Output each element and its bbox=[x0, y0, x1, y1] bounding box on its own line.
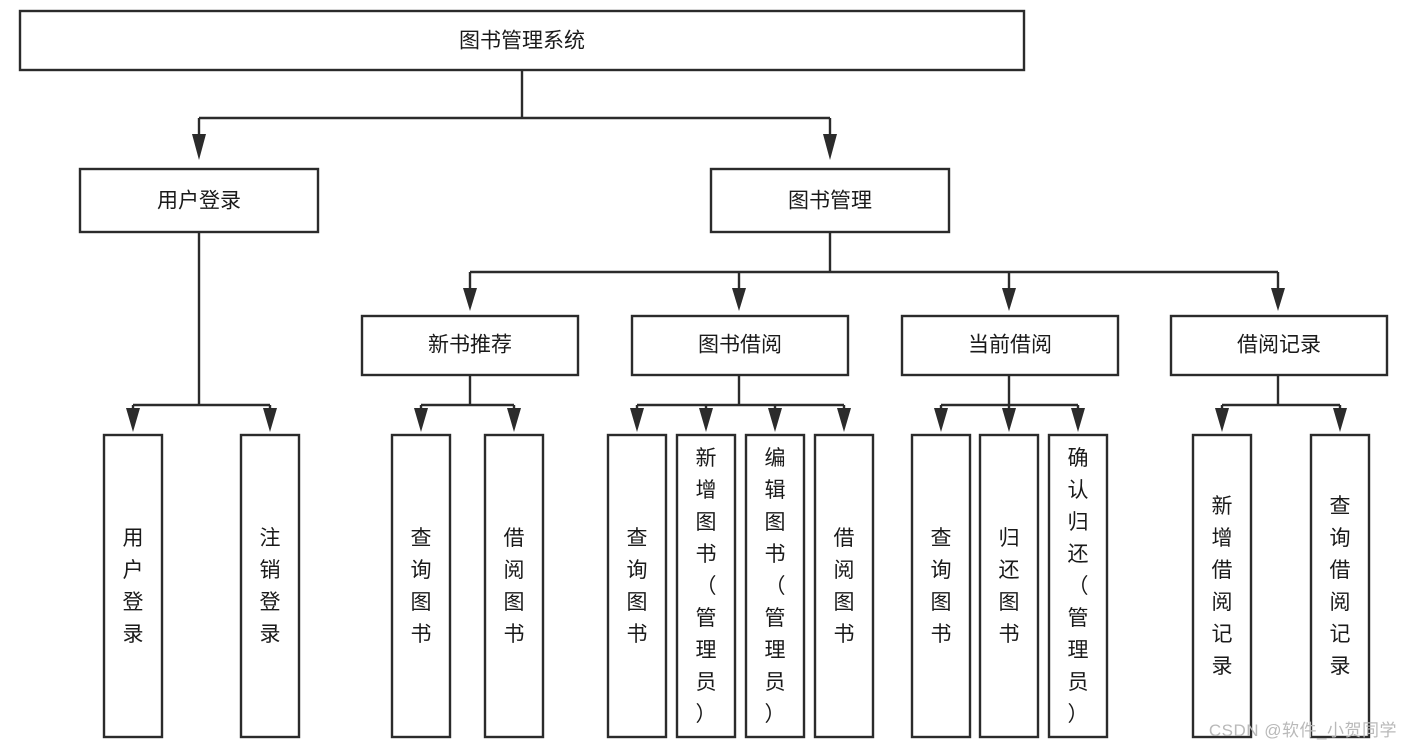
connector-group-book-borrow bbox=[630, 375, 851, 432]
node-leaf-query-book-1-box[interactable] bbox=[390, 433, 452, 739]
node-leaf-return-book-label: 归还图书 bbox=[999, 527, 1020, 646]
node-leaf-add-record-label: 新增借阅记录 bbox=[1212, 495, 1233, 678]
node-leaf-edit-book-label: 编辑图书（管理员） bbox=[765, 447, 786, 726]
node-leaf-query-record[interactable]: 查询借阅记录 bbox=[1309, 433, 1371, 739]
node-leaf-logout-box[interactable] bbox=[239, 433, 301, 739]
node-leaf-add-book-box[interactable] bbox=[675, 433, 737, 739]
node-new-book-rec-box[interactable] bbox=[360, 314, 580, 377]
node-leaf-query-book-1-label: 查询图书 bbox=[411, 527, 432, 646]
node-leaf-query-book-3[interactable]: 查询图书 bbox=[910, 433, 972, 739]
node-leaf-add-record[interactable]: 新增借阅记录 bbox=[1191, 433, 1253, 739]
node-leaf-user-login-label: 用户登录 bbox=[123, 527, 144, 646]
node-book-borrow-box[interactable] bbox=[630, 314, 850, 377]
connector-group-new-book-rec bbox=[414, 375, 521, 432]
node-leaf-query-book-3-box[interactable] bbox=[910, 433, 972, 739]
arrow-head-leaf-query-book-2 bbox=[630, 408, 644, 432]
node-user-login-box[interactable] bbox=[78, 167, 320, 234]
node-new-book-rec[interactable]: 新书推荐 bbox=[360, 314, 580, 377]
arrow-head-leaf-user-login bbox=[126, 408, 140, 432]
node-leaf-edit-book-box[interactable] bbox=[744, 433, 806, 739]
connector-group-book-manage bbox=[463, 232, 1285, 311]
node-root[interactable]: 图书管理系统 bbox=[18, 9, 1026, 72]
node-leaf-add-record-box[interactable] bbox=[1191, 433, 1253, 739]
node-borrow-record-label: 借阅记录 bbox=[1237, 334, 1321, 357]
node-leaf-add-book-label: 新增图书（管理员） bbox=[696, 447, 717, 726]
node-user-login[interactable]: 用户登录 bbox=[78, 167, 320, 234]
node-leaf-return-book-box[interactable] bbox=[978, 433, 1040, 739]
node-leaf-query-record-box[interactable] bbox=[1309, 433, 1371, 739]
node-current-borrow[interactable]: 当前借阅 bbox=[900, 314, 1120, 377]
node-book-borrow-label: 图书借阅 bbox=[698, 334, 782, 357]
arrow-head-leaf-confirm-return bbox=[1071, 408, 1085, 432]
node-book-manage[interactable]: 图书管理 bbox=[709, 167, 951, 234]
node-leaf-query-record-label: 查询借阅记录 bbox=[1330, 495, 1351, 678]
arrow-head-leaf-query-book-1 bbox=[414, 408, 428, 432]
arrow-head-leaf-borrow-book-1 bbox=[507, 408, 521, 432]
node-leaf-add-book[interactable]: 新增图书（管理员） bbox=[675, 433, 737, 739]
connector-group-user-login bbox=[126, 232, 277, 432]
node-borrow-record[interactable]: 借阅记录 bbox=[1169, 314, 1389, 377]
node-leaf-return-book[interactable]: 归还图书 bbox=[978, 433, 1040, 739]
node-book-manage-box[interactable] bbox=[709, 167, 951, 234]
connector-group-borrow-record bbox=[1215, 375, 1347, 432]
arrow-head-leaf-borrow-book-2 bbox=[837, 408, 851, 432]
arrow-head-leaf-logout bbox=[263, 408, 277, 432]
node-current-borrow-label: 当前借阅 bbox=[968, 334, 1052, 357]
node-leaf-confirm-return-label: 确认归还（管理员） bbox=[1068, 447, 1089, 726]
node-leaf-query-book-3-label: 查询图书 bbox=[931, 527, 952, 646]
node-book-borrow[interactable]: 图书借阅 bbox=[630, 314, 850, 377]
node-leaf-query-book-2-label: 查询图书 bbox=[627, 527, 648, 646]
arrow-head-book-borrow bbox=[732, 288, 746, 311]
node-leaf-borrow-book-2-box[interactable] bbox=[813, 433, 875, 739]
arrow-head-leaf-query-record bbox=[1333, 408, 1347, 432]
connector-group-current-borrow bbox=[934, 375, 1085, 432]
node-leaf-query-book-2-box[interactable] bbox=[606, 433, 668, 739]
arrow-head-borrow-record bbox=[1271, 288, 1285, 311]
node-root-label: 图书管理系统 bbox=[459, 30, 585, 53]
node-leaf-logout-label: 注销登录 bbox=[260, 527, 281, 646]
node-leaf-query-book-1[interactable]: 查询图书 bbox=[390, 433, 452, 739]
node-leaf-confirm-return[interactable]: 确认归还（管理员） bbox=[1047, 433, 1109, 739]
node-book-manage-label: 图书管理 bbox=[788, 190, 872, 213]
connector-group-root bbox=[192, 70, 837, 160]
arrow-head-current-borrow bbox=[1002, 288, 1016, 311]
node-leaf-query-book-2[interactable]: 查询图书 bbox=[606, 433, 668, 739]
node-leaf-borrow-book-1-box[interactable] bbox=[483, 433, 545, 739]
arrow-head-leaf-query-book-3 bbox=[934, 408, 948, 432]
arrow-head-leaf-add-record bbox=[1215, 408, 1229, 432]
node-current-borrow-box[interactable] bbox=[900, 314, 1120, 377]
node-user-login-label: 用户登录 bbox=[157, 190, 241, 213]
csdn-watermark: CSDN @软件_小贺同学 bbox=[1208, 721, 1397, 740]
node-leaf-borrow-book-2-label: 借阅图书 bbox=[834, 527, 855, 646]
node-leaf-logout[interactable]: 注销登录 bbox=[239, 433, 301, 739]
node-leaf-edit-book[interactable]: 编辑图书（管理员） bbox=[744, 433, 806, 739]
arrow-head-leaf-add-book bbox=[699, 408, 713, 432]
node-leaf-borrow-book-2[interactable]: 借阅图书 bbox=[813, 433, 875, 739]
node-borrow-record-box[interactable] bbox=[1169, 314, 1389, 377]
node-leaf-confirm-return-box[interactable] bbox=[1047, 433, 1109, 739]
node-leaf-user-login[interactable]: 用户登录 bbox=[102, 433, 164, 739]
node-leaf-borrow-book-1[interactable]: 借阅图书 bbox=[483, 433, 545, 739]
node-leaf-borrow-book-1-label: 借阅图书 bbox=[504, 527, 525, 646]
arrow-head-leaf-edit-book bbox=[768, 408, 782, 432]
arrow-head-book-manage bbox=[823, 134, 837, 160]
arrow-head-leaf-return-book bbox=[1002, 408, 1016, 432]
node-leaf-user-login-box[interactable] bbox=[102, 433, 164, 739]
node-new-book-rec-label: 新书推荐 bbox=[428, 334, 512, 357]
arrow-head-new-book-rec bbox=[463, 288, 477, 311]
arrow-head-user-login bbox=[192, 134, 206, 160]
node-root-box[interactable] bbox=[18, 9, 1026, 72]
